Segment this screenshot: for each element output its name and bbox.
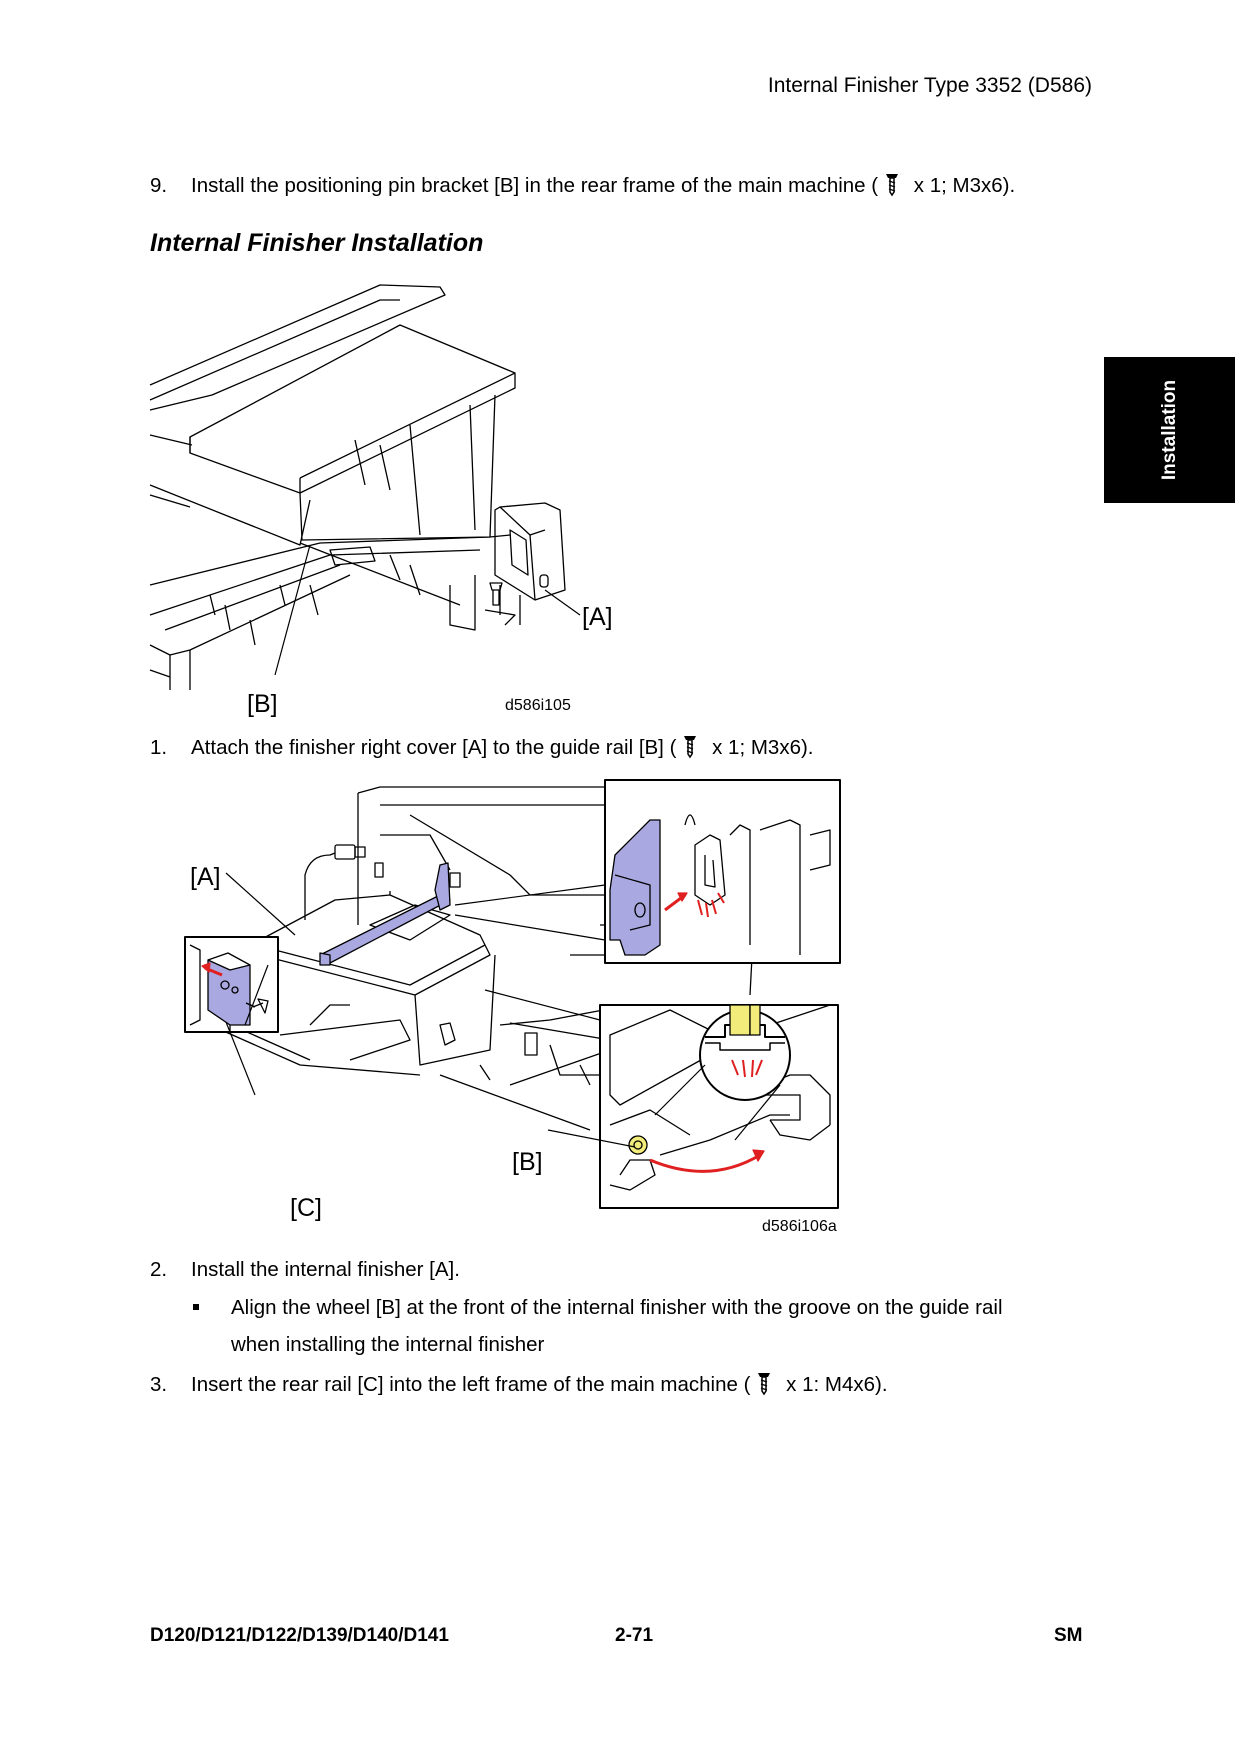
figure1-code: d586i105 bbox=[505, 697, 571, 714]
step-number: 3. bbox=[150, 1373, 168, 1396]
step-text: Install the internal finisher [A]. bbox=[191, 1258, 460, 1281]
bullet-line-2: when installing the internal finisher bbox=[231, 1333, 545, 1356]
step-number: 1. bbox=[150, 736, 168, 759]
footer-page-number: 2-71 bbox=[615, 1625, 654, 1646]
step-1: 1. Attach the finisher right cover [A] to… bbox=[150, 734, 814, 760]
figure2-label-a: [A] bbox=[190, 863, 221, 891]
figure1-label-a: [A] bbox=[582, 603, 613, 631]
step-9: 9. Install the positioning pin bracket [B… bbox=[150, 172, 1015, 198]
footer-models: D120/D121/D122/D139/D140/D141 bbox=[150, 1625, 449, 1646]
figure2-label-c: [C] bbox=[290, 1194, 322, 1222]
bullet-line-1: Align the wheel [B] at the front of the … bbox=[231, 1296, 1003, 1319]
step-text-suffix: x 1: M4x6). bbox=[780, 1373, 888, 1396]
section-heading: Internal Finisher Installation bbox=[150, 229, 484, 257]
screw-icon bbox=[886, 174, 899, 197]
bullet-marker bbox=[193, 1304, 199, 1310]
figure2-code: d586i106a bbox=[762, 1218, 837, 1235]
section-side-tab: Installation bbox=[1104, 357, 1235, 503]
side-tab-label: Installation bbox=[1158, 379, 1180, 481]
figure-internal-finisher-install bbox=[184, 779, 841, 1209]
step-text-suffix: x 1; M3x6). bbox=[706, 736, 814, 759]
step-text: Insert the rear rail [C] into the left f… bbox=[191, 1373, 751, 1396]
bullet-note: Align the wheel [B] at the front of the … bbox=[193, 1296, 1093, 1366]
screw-icon bbox=[684, 736, 697, 759]
step-text: Install the positioning pin bracket [B] … bbox=[191, 174, 879, 197]
step-text-suffix: x 1; M3x6). bbox=[908, 174, 1016, 197]
step-2: 2. Install the internal finisher [A]. bbox=[150, 1258, 460, 1282]
step-3: 3. Insert the rear rail [C] into the left… bbox=[150, 1371, 888, 1397]
footer-manual-code: SM bbox=[1054, 1625, 1083, 1646]
screw-icon bbox=[758, 1373, 771, 1396]
step-text: Attach the finisher right cover [A] to t… bbox=[191, 736, 677, 759]
figure1-label-b: [B] bbox=[247, 690, 278, 718]
figure-finisher-right-cover bbox=[149, 284, 581, 690]
page-header-title: Internal Finisher Type 3352 (D586) bbox=[767, 74, 1092, 97]
figure2-label-b: [B] bbox=[512, 1148, 543, 1176]
step-number: 2. bbox=[150, 1258, 168, 1281]
step-number: 9. bbox=[150, 174, 168, 197]
